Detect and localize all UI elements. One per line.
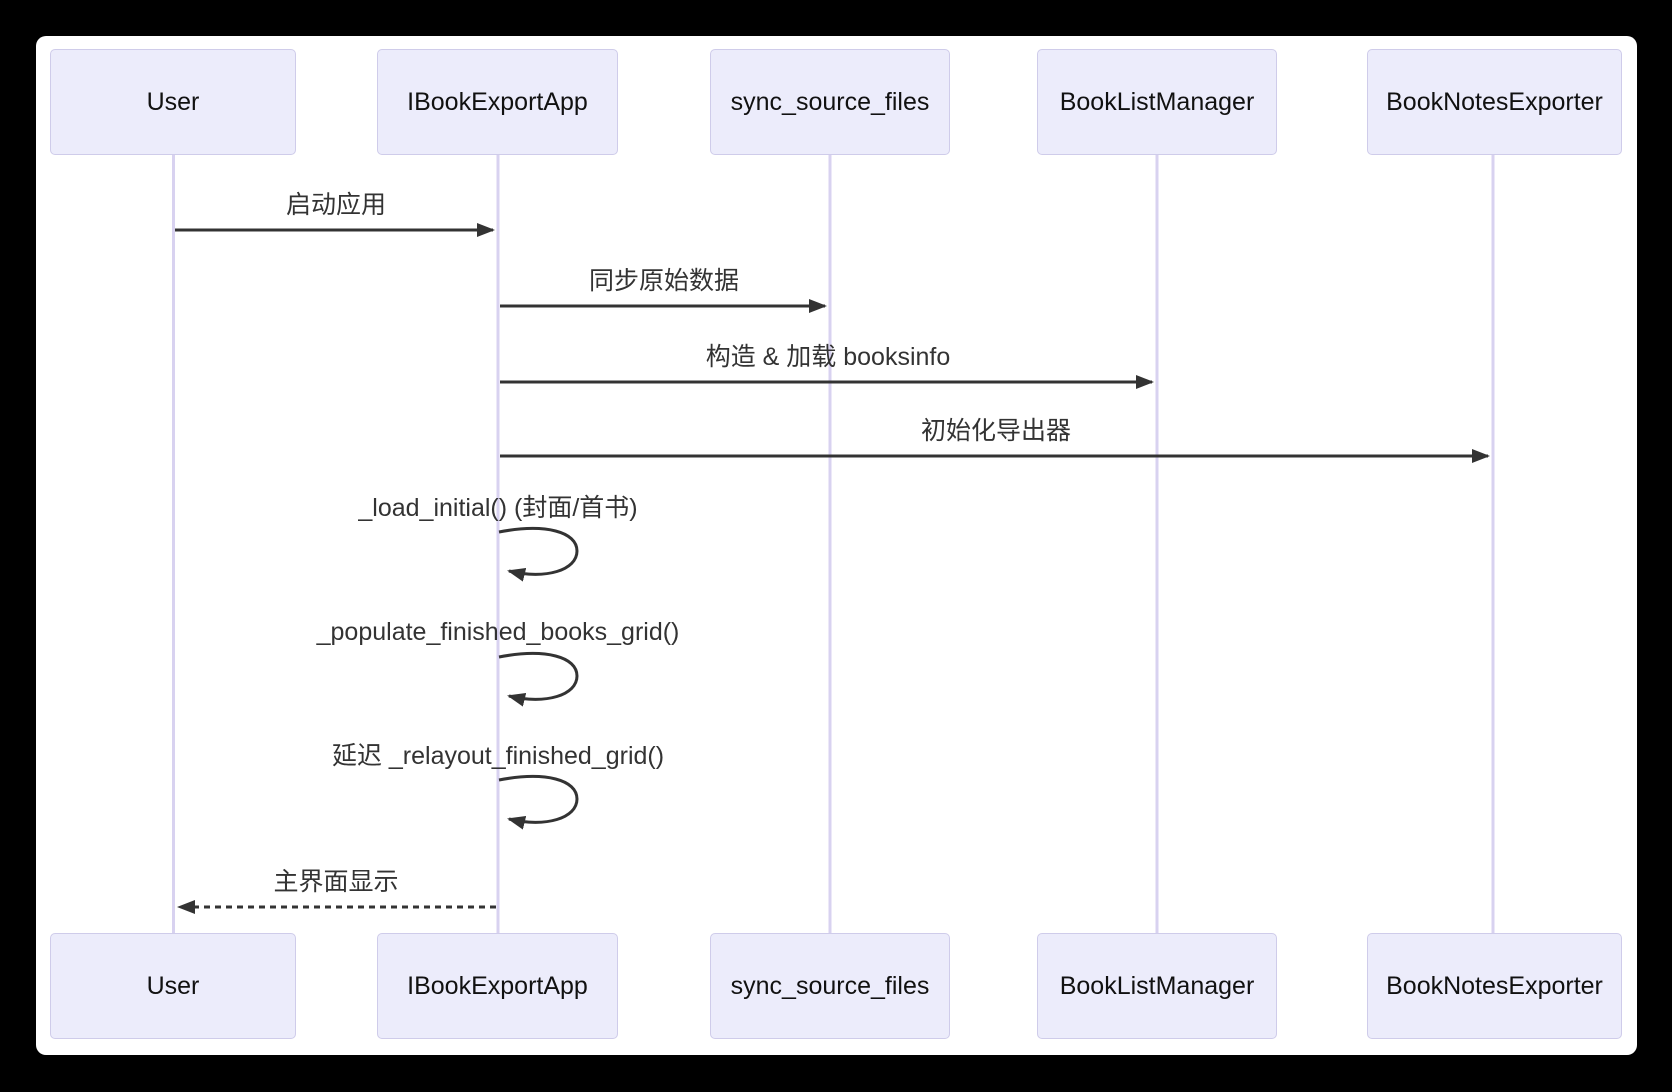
actor-top-booklistmanager: BookListManager [1037,49,1277,155]
actor-top-booknotesexporter: BookNotesExporter [1367,49,1622,155]
actor-label: BookNotesExporter [1386,87,1603,116]
actor-bottom-booknotesexporter: BookNotesExporter [1367,933,1622,1039]
message-label-start-app: 启动应用 [285,191,387,219]
message-label-load-booksinfo: 构造 & 加载 booksinfo [705,343,951,371]
actor-label: BookListManager [1059,87,1255,116]
sequence-lines-svg [172,155,1495,934]
actor-label: IBookExportApp [407,971,588,1000]
actor-label: IBookExportApp [407,87,588,116]
self-loop-relayout-finished-grid [498,775,579,830]
actor-label: sync_source_files [730,971,930,1000]
actor-label: BookListManager [1059,971,1255,1000]
actor-top-ibookexportapp: IBookExportApp [377,49,618,155]
actor-label: User [146,87,200,116]
message-label-relayout-finished-grid: 延迟 _relayout_finished_grid() [331,742,665,770]
actor-label: sync_source_files [730,87,930,116]
self-loop-populate-finished-books-grid [498,652,579,707]
actor-top-user: User [50,49,296,155]
actor-top-sync-source-files: sync_source_files [710,49,950,155]
message-label-load-initial: _load_initial() (封面/首书) [358,494,638,522]
message-label-main-ui-shown: 主界面显示 [273,868,399,896]
diagram-canvas: User IBookExportApp sync_source_files Bo… [36,36,1637,1055]
message-label-init-exporter: 初始化导出器 [920,417,1072,445]
actor-bottom-booklistmanager: BookListManager [1037,933,1277,1039]
message-label-sync-source-data: 同步原始数据 [588,267,740,295]
actor-label: BookNotesExporter [1386,971,1603,1000]
actor-bottom-user: User [50,933,296,1039]
message-label-populate-finished-books-grid: _populate_finished_books_grid() [316,618,680,646]
actor-label: User [146,971,200,1000]
actor-bottom-ibookexportapp: IBookExportApp [377,933,618,1039]
self-loop-load-initial [498,527,579,582]
actor-bottom-sync-source-files: sync_source_files [710,933,950,1039]
